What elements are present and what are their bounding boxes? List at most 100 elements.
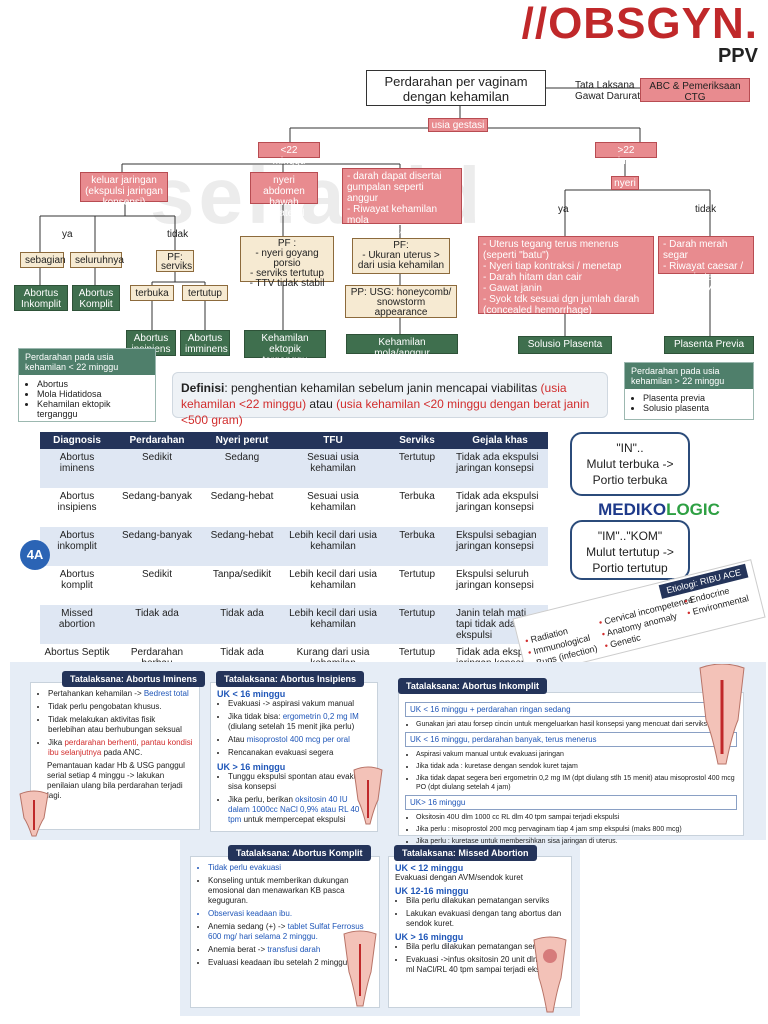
solusio-symptoms-box: - Uterus tegang terus menerus (seperti "… — [478, 236, 654, 316]
mnemonic-in-pill: "IN".. Mulut terbuka -> Portio terbuka — [570, 432, 690, 496]
missed-item: Bila perlu dilakukan pematangan serviks. — [406, 942, 565, 952]
pf-ket-text: PF : - nyeri goyang porsio - serviks ter… — [249, 238, 325, 289]
missed-item: Bila perlu dilakukan pematangan serviks — [406, 896, 565, 906]
table-cell: Tanpa/sedikit — [200, 566, 284, 605]
gt22-text: >22 minggu — [609, 145, 643, 167]
tertutup-text: tertutup — [188, 288, 222, 299]
table-cell: Sedang-banyak — [114, 527, 200, 566]
tidak-label-right: tidak — [695, 204, 717, 215]
previa-symptoms-text: - Darah merah segar - Riwayat caesar / o… — [663, 239, 744, 294]
ya-label-left: ya — [62, 229, 73, 240]
solusio-symptoms-text: - Uterus tegang terus menerus (seperti "… — [483, 239, 640, 316]
usia-gestasi-text: usia gestasi — [431, 120, 485, 131]
table-cell: Tertutup — [382, 449, 452, 488]
insipiens-text: Atau — [228, 735, 247, 744]
lt22-box: <22 minggu — [258, 142, 320, 167]
side-box-gt22: Perdarahan pada usia kehamilan > 22 ming… — [624, 362, 754, 420]
side-box-lt22: Perdarahan pada usia kehamilan < 22 ming… — [18, 348, 156, 422]
root-text: Perdarahan per vaginam dengan kehamilan — [384, 74, 528, 104]
definition-box: Definisi: penghentian kehamilan sebelum … — [172, 372, 608, 427]
iminens-text: Bedrest total — [143, 689, 189, 698]
insipiens-item: Jika tidak bisa: ergometrin 0,2 mg IM (d… — [228, 712, 371, 732]
table-header: Gejala khas — [452, 432, 548, 449]
nyeri-abdomen-box: nyeri abdomen bawah unilateral — [250, 172, 318, 219]
insipiens-item: Rencanakan evakuasi segera — [228, 748, 371, 758]
table-header: Nyeri perut — [200, 432, 284, 449]
panel-komplit-title: Tatalaksana: Abortus Komplit — [228, 845, 371, 861]
ya-label-right: ya — [558, 204, 569, 215]
table-cell: Sedang-hebat — [200, 488, 284, 527]
table-header-row: Diagnosis Perdarahan Nyeri perut TFU Ser… — [40, 432, 548, 449]
insipiens-item: Tunggu ekspulsi spontan atau evakuasi si… — [228, 772, 371, 792]
iminens-text: perdarahan berhenti, pantau kondisi ibu … — [48, 738, 193, 757]
abortus-inkomplit-text: Abortus Inkomplit — [20, 288, 61, 310]
table-cell: Tidak ada ekspulsi jaringan konsepsi — [452, 488, 548, 527]
inkomplit-item: Jika tidak ada : kuretase dengan sendok … — [416, 762, 737, 771]
inkomplit-item: Oksitosin 40U dlm 1000 cc RL dlm 40 tpm … — [416, 813, 737, 822]
table-cell: Sesuai usia kehamilan — [284, 449, 382, 488]
side-lt22-item: Kehamilan ektopik terganggu — [37, 399, 149, 419]
nyeri-box: nyeri — [611, 176, 639, 190]
ket-text: Kehamilan ektopik terganggu (KET) — [261, 333, 309, 377]
table-row: Missed abortion Tidak ada Tidak ada Lebi… — [40, 605, 548, 644]
insipiens-item: Evakuasi -> aspirasi vakum manual — [228, 699, 371, 709]
panel-inkomplit-title: Tatalaksana: Abortus Inkomplit — [398, 678, 548, 694]
table-cell: Sedikit — [114, 566, 200, 605]
iminens-item: Pertahankan kehamilan -> Bedrest total — [48, 689, 193, 699]
mnemonic-imkom-text: "IM".."KOM" Mulut tertutup -> Portio ter… — [586, 529, 674, 575]
uterus-illustration — [533, 936, 567, 1013]
table-row: Abortus iminens Sedikit Sedang Sesuai us… — [40, 449, 548, 488]
panel-insipiens-title: Tatalaksana: Abortus Insipiens — [216, 671, 365, 687]
insipiens-text: ergometrin 0,2 mg IM — [282, 712, 359, 721]
usia-gestasi: usia gestasi — [428, 118, 488, 132]
inkomplit-item: Jika tidak dapat segera beri ergometrin … — [416, 774, 737, 792]
insipiens-text: misoprostol 400 mcg per oral — [246, 735, 350, 744]
komplit-text: tablet Sulfat Ferrosus 600 mg/ hari sela… — [208, 922, 364, 941]
insipiens-heading: UK < 16 minggu — [217, 689, 286, 699]
iminens-note: Pemantauan kadar Hb & USG panggul serial… — [47, 761, 185, 800]
table-cell: Ekspulsi sebagian jaringan konsepsi — [452, 527, 548, 566]
komplit-item: Konseling untuk memberikan dukungan emos… — [208, 876, 373, 906]
table-cell: Lebih kecil dari usia kehamilan — [284, 605, 382, 644]
nyeri-text: nyeri — [614, 178, 636, 189]
table-cell: Terbuka — [382, 488, 452, 527]
insipiens-item: Jika perlu, berikan oksitosin 40 IU dala… — [228, 795, 371, 825]
insipiens-heading: UK > 16 minggu — [217, 762, 286, 772]
table-cell: Sedang-hebat — [200, 527, 284, 566]
definition-label: Definisi — [181, 381, 225, 395]
pf-serviks-text: PF: serviks — [161, 252, 193, 272]
logo-part-a: MEDIKO — [598, 500, 667, 519]
ket-box: Kehamilan ektopik terganggu (KET) — [244, 330, 326, 377]
seluruhnya-box: seluruhnya — [70, 252, 124, 268]
side-lt22-item: Abortus — [37, 379, 149, 389]
inkomplit-item: Jika perlu : misoprostol 200 mcg pervagi… — [416, 825, 737, 834]
seluruhnya-text: seluruhnya — [75, 255, 124, 266]
table-header: TFU — [284, 432, 382, 449]
table-cell: Sedikit — [114, 449, 200, 488]
pp-usg-box: PP: USG: honeycomb/ snowstorm appearance — [345, 285, 457, 318]
side-gt22-item: Plasenta previa — [643, 393, 747, 403]
iminens-item: Tidak perlu pengobatan khusus. — [48, 702, 193, 712]
pf-serviks-box: PF: serviks — [156, 250, 194, 272]
uterus-illustration — [353, 766, 383, 825]
table-cell: Tidak ada — [200, 605, 284, 644]
etiologi-card: Etiologi: RIBU ACE • Radiation • Immunol… — [512, 559, 766, 677]
terbuka-box: terbuka — [130, 285, 174, 301]
medikologic-logo: MEDIKOLOGIC — [573, 500, 745, 520]
nyeri-abdomen-text: nyeri abdomen bawah unilateral — [263, 175, 305, 219]
panel-inkomplit: UK < 16 minggu + perdarahan ringan sedan… — [398, 692, 744, 845]
table-cell: Lebih kecil dari usia kehamilan — [284, 566, 382, 605]
insipiens-text: oksitosin 40 IU dalam 1000cc NaCl 0,9% a… — [228, 795, 360, 824]
abc-text: ABC & Pemeriksaan CTG — [649, 81, 741, 103]
side-gt22-item: Solusio plasenta — [643, 403, 747, 413]
table-cell: Sedang-banyak — [114, 488, 200, 527]
insipiens-text: untuk mempercepat ekspulsi — [241, 815, 346, 824]
komplit-text: transfusi darah — [267, 945, 321, 954]
mnemonic-imkom-pill: "IM".."KOM" Mulut tertutup -> Portio ter… — [570, 520, 690, 580]
table-cell: Sedang — [200, 449, 284, 488]
tertutup-box: tertutup — [182, 285, 228, 301]
keluar-jaringan-text: keluar jaringan (ekspulsi jaringan konse… — [85, 175, 163, 208]
missed-item: Lakukan evakuasi dengan tang abortus dan… — [406, 909, 565, 929]
table-row: Abortus inkomplit Sedang-banyak Sedang-h… — [40, 527, 548, 566]
previa-box: Plasenta Previa — [664, 336, 754, 354]
